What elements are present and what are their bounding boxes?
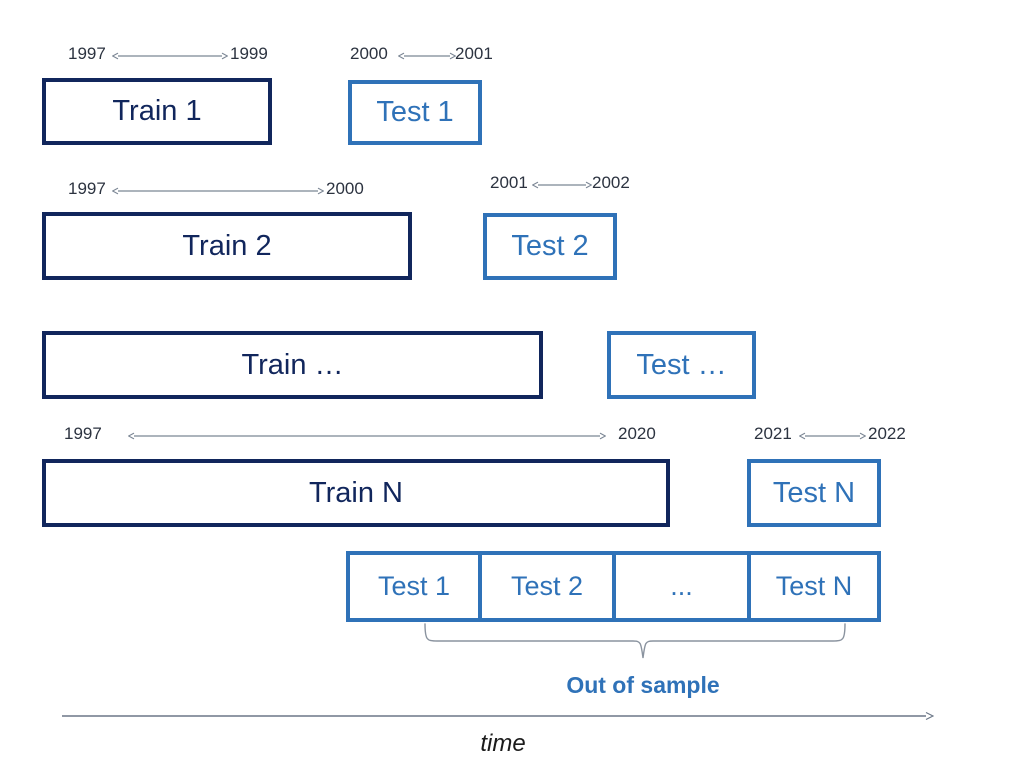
test-1-from-year: 2000 <box>350 44 388 63</box>
test-box-ellipsis[interactable]: Test … <box>607 331 756 399</box>
test-1-to-year: 2001 <box>455 44 493 63</box>
train-box-ellipsis[interactable]: Train … <box>42 331 543 399</box>
test-box-n[interactable]: Test N <box>747 459 881 527</box>
train-box-n-label: Train N <box>309 476 403 509</box>
train-1-to-year: 1999 <box>230 44 268 63</box>
test-box-1[interactable]: Test 1 <box>348 80 482 145</box>
test-box-2-label: Test 2 <box>511 230 589 262</box>
train-box-1[interactable]: Train 1 <box>42 78 272 145</box>
time-axis-label: time <box>480 730 526 757</box>
strip-cell-test-1[interactable]: Test 1 <box>350 555 482 618</box>
test-n-from-year: 2021 <box>754 424 792 443</box>
out-of-sample-label: Out of sample <box>566 672 720 698</box>
strip-cell-test-2[interactable]: Test 2 <box>482 555 616 618</box>
test-box-2[interactable]: Test 2 <box>483 213 617 280</box>
test-n-to-year: 2022 <box>868 424 906 443</box>
train-n-to-year: 2020 <box>618 424 656 443</box>
train-n-from-year: 1997 <box>64 424 102 443</box>
train-box-2-label: Train 2 <box>182 229 272 262</box>
test-box-n-label: Test N <box>772 476 856 509</box>
test-2-from-year: 2001 <box>490 173 528 192</box>
train-1-from-year: 1997 <box>68 44 106 63</box>
train-box-n[interactable]: Train N <box>42 459 670 527</box>
test-box-1-label: Test 1 <box>376 96 454 128</box>
out-of-sample-strip: Test 1 Test 2 ... Test N <box>346 551 881 622</box>
strip-cell-test-n[interactable]: Test N <box>775 571 853 601</box>
test-box-ellipsis-label: Test … <box>636 348 727 381</box>
train-2-to-year: 2000 <box>326 179 364 198</box>
strip-cell-ellipsis[interactable]: ... <box>616 555 751 618</box>
test-2-to-year: 2002 <box>592 173 630 192</box>
train-box-ellipsis-label: Train … <box>241 348 344 381</box>
train-2-from-year: 1997 <box>68 179 106 198</box>
out-of-sample-brace <box>424 623 846 659</box>
train-box-2[interactable]: Train 2 <box>42 212 412 280</box>
train-box-1-label: Train 1 <box>112 95 202 127</box>
